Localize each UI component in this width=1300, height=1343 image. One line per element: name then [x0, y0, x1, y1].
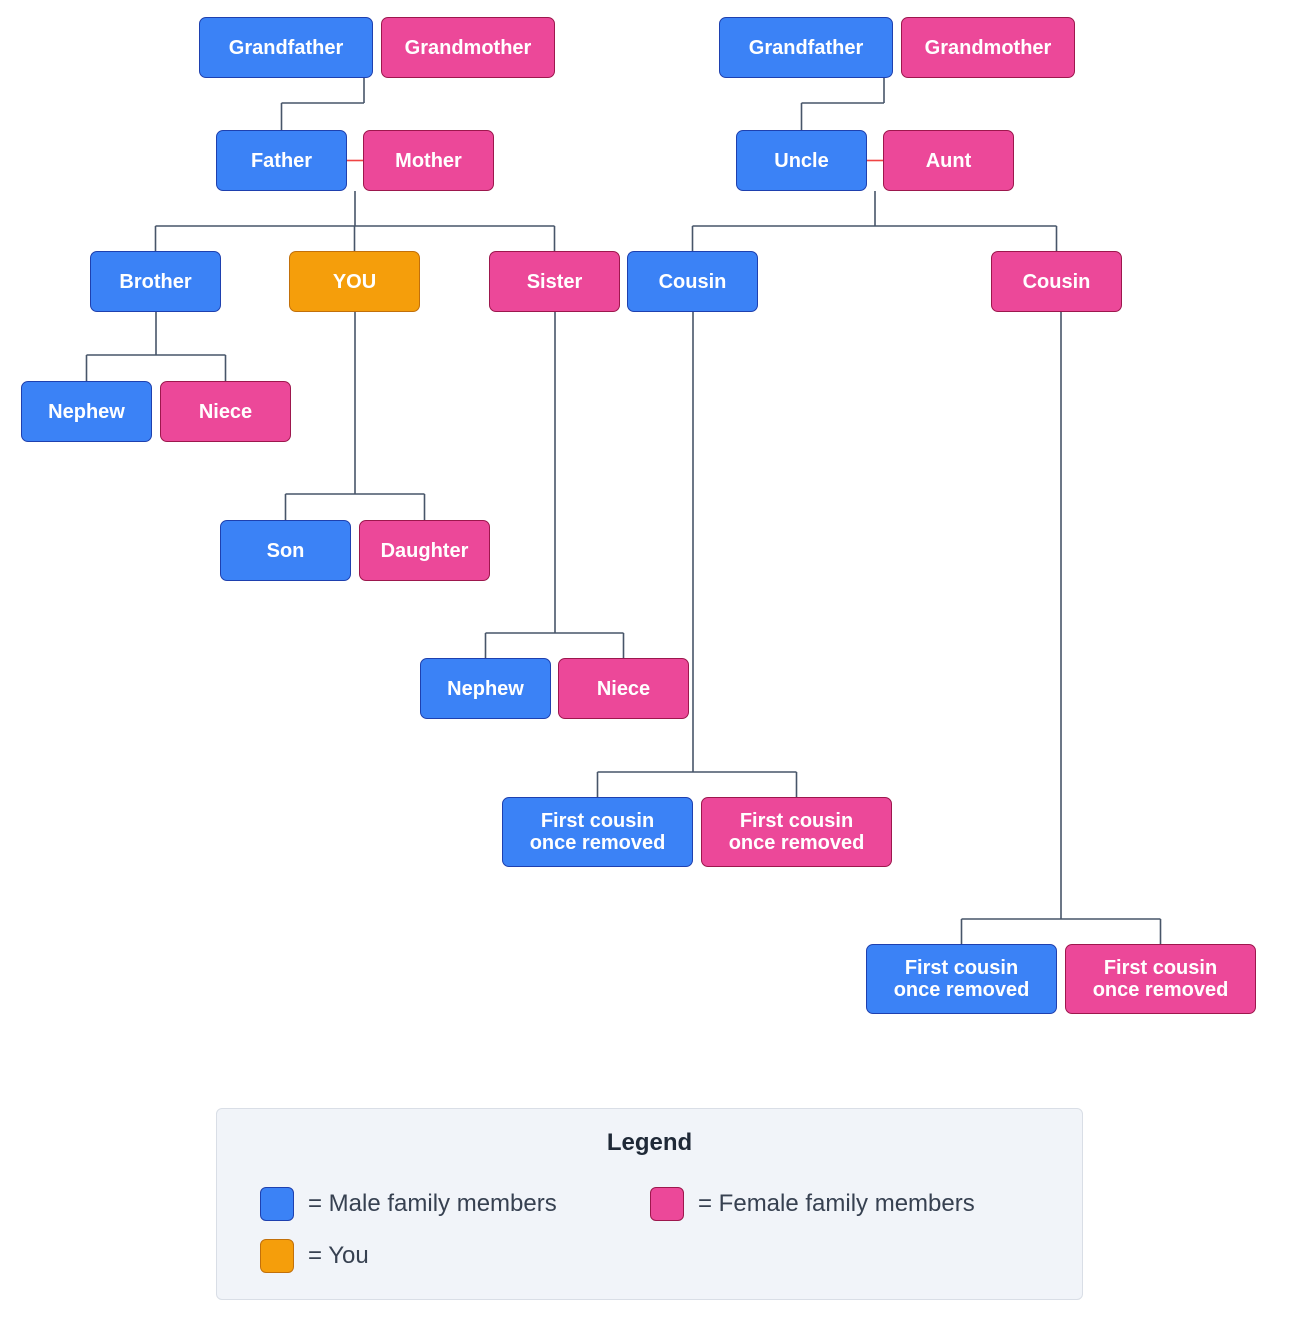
node-pgm: Grandmother — [381, 17, 555, 78]
node-label: Niece — [596, 677, 651, 700]
node-label: Sister — [526, 270, 583, 293]
node-label: Daughter — [380, 539, 469, 562]
node-label: Son — [266, 539, 305, 562]
node-label: Cousin — [1022, 270, 1091, 293]
legend-item-male: = Male family members — [260, 1187, 557, 1221]
node-you: YOU — [289, 251, 420, 312]
node-mgf: Grandfather — [719, 17, 893, 78]
node-cousin2: Cousin — [991, 251, 1122, 312]
node-fc1m: First cousin once removed — [502, 797, 693, 867]
node-label: Grandfather — [228, 36, 344, 59]
node-label: Grandfather — [748, 36, 864, 59]
male-swatch — [260, 1187, 294, 1221]
node-nephew2: Nephew — [420, 658, 551, 719]
node-label: Nephew — [48, 400, 125, 423]
node-label: Nephew — [447, 677, 524, 700]
node-fc1f: First cousin once removed — [701, 797, 892, 867]
node-label: Aunt — [925, 149, 972, 172]
node-daughter: Daughter — [359, 520, 490, 581]
node-uncle: Uncle — [736, 130, 867, 191]
node-label: First cousin once removed — [893, 957, 1030, 1001]
node-label: First cousin once removed — [529, 810, 666, 854]
node-label: Mother — [395, 149, 462, 172]
legend-label-male: = Male family members — [308, 1190, 557, 1217]
node-label: Grandmother — [924, 36, 1052, 59]
legend-item-you: = You — [260, 1239, 369, 1273]
node-label: Uncle — [774, 149, 829, 172]
node-niece2: Niece — [558, 658, 689, 719]
legend: Legend = Male family members = Female fa… — [216, 1108, 1083, 1300]
node-label: Cousin — [658, 270, 727, 293]
female-swatch — [650, 1187, 684, 1221]
node-label: Niece — [198, 400, 253, 423]
node-brother: Brother — [90, 251, 221, 312]
node-fc2f: First cousin once removed — [1065, 944, 1256, 1014]
node-mgm: Grandmother — [901, 17, 1075, 78]
node-label: First cousin once removed — [728, 810, 865, 854]
node-pgf: Grandfather — [199, 17, 373, 78]
node-label: Father — [250, 149, 313, 172]
legend-title: Legend — [606, 1129, 693, 1156]
node-label: YOU — [332, 270, 377, 293]
you-swatch — [260, 1239, 294, 1273]
node-aunt: Aunt — [883, 130, 1014, 191]
node-cousin1: Cousin — [627, 251, 758, 312]
node-sister: Sister — [489, 251, 620, 312]
node-fc2m: First cousin once removed — [866, 944, 1057, 1014]
node-niece1: Niece — [160, 381, 291, 442]
node-son: Son — [220, 520, 351, 581]
legend-label-you: = You — [308, 1242, 369, 1269]
legend-label-female: = Female family members — [698, 1190, 975, 1217]
node-father: Father — [216, 130, 347, 191]
node-label: Grandmother — [404, 36, 532, 59]
node-nephew1: Nephew — [21, 381, 152, 442]
node-mother: Mother — [363, 130, 494, 191]
node-label: Brother — [119, 270, 192, 293]
node-label: First cousin once removed — [1092, 957, 1229, 1001]
legend-item-female: = Female family members — [650, 1187, 975, 1221]
